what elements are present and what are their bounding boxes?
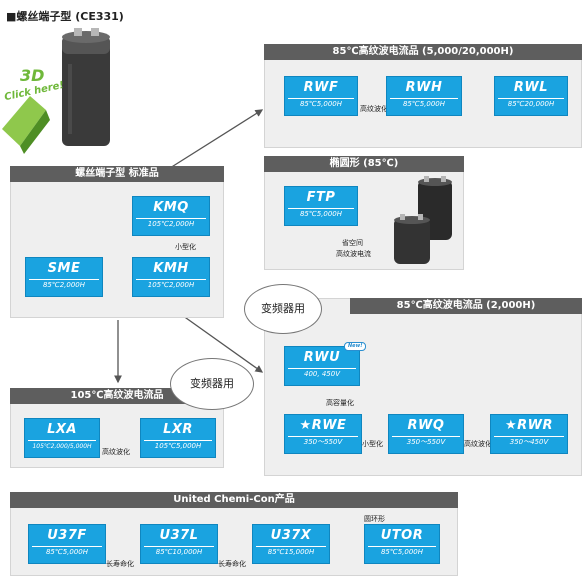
series-kmq-spec: 105℃2,000H	[147, 220, 195, 228]
series-rwf[interactable]: RWF 85℃5,000H	[284, 76, 358, 116]
label-oval-note-2: 高纹波电流	[336, 250, 371, 258]
series-ftp[interactable]: FTP 85℃5,000H	[284, 186, 358, 226]
series-rwe[interactable]: ★RWE 350～550V	[284, 414, 362, 454]
series-rwq-name: RWQ	[407, 418, 445, 433]
label-smaller: 小型化	[175, 243, 196, 251]
series-u37x-name: U37X	[270, 528, 312, 543]
series-rwu[interactable]: RWU 400, 450V	[284, 346, 360, 386]
series-u37l-spec: 85℃10,000H	[155, 548, 203, 556]
series-kmh[interactable]: KMH 105℃2,000H	[132, 257, 210, 297]
series-kmq[interactable]: KMQ 105℃2,000H	[132, 196, 210, 236]
panel-highripple-2000-title: 85℃高纹波电流品 (2,000H)	[350, 298, 582, 314]
series-u37f[interactable]: U37F 85℃5,000H	[28, 524, 106, 564]
bubble-inverter-2: 变频器用	[170, 358, 254, 410]
series-u37f-spec: 85℃5,000H	[45, 548, 89, 556]
bubble-inverter-1: 变频器用	[244, 284, 322, 334]
bubble-inverter-2-text: 变频器用	[190, 377, 234, 390]
bubble-inverter-1-text: 变频器用	[261, 302, 305, 315]
series-lxa-spec: 105℃2,000/5,000H	[32, 443, 92, 450]
label-hiripple-2: 高纹波化	[464, 440, 492, 448]
series-rwq[interactable]: RWQ 350～550V	[388, 414, 464, 454]
series-utor-spec: 85℃5,000H	[380, 548, 424, 556]
series-rwl-name: RWL	[513, 80, 549, 95]
series-rwr[interactable]: ★RWR 350～450V	[490, 414, 568, 454]
series-rwu-spec: 400, 450V	[304, 370, 340, 378]
series-rwf-name: RWF	[303, 80, 339, 95]
series-lxr-spec: 105℃5,000H	[154, 442, 202, 450]
badge-3d: 3D	[20, 66, 45, 85]
series-rwf-spec: 85℃5,000H	[299, 100, 343, 108]
series-ftp-name: FTP	[306, 190, 336, 205]
label-longlife-2: 长寿命化	[218, 560, 246, 568]
label-oval-note-1: 省空间	[342, 239, 363, 247]
series-utor-name: UTOR	[380, 528, 424, 543]
series-lxa[interactable]: LXA 105℃2,000/5,000H	[24, 418, 100, 458]
label-hiripple-3: 高纹波化	[102, 448, 130, 456]
series-rwl[interactable]: RWL 85℃20,000H	[494, 76, 568, 116]
label-toroid: 圆环形	[364, 515, 385, 523]
oval-capacitor-image	[394, 176, 452, 264]
series-lxa-name: LXA	[47, 422, 77, 437]
panel-standard-title: 螺丝端子型 标准品	[10, 166, 224, 182]
label-smaller-2: 小型化	[362, 440, 383, 448]
new-badge: New!	[344, 342, 367, 351]
capacitor-illustration	[2, 28, 110, 154]
series-kmq-name: KMQ	[153, 200, 189, 215]
capacitor-product-image[interactable]: 3D Click here!	[0, 24, 160, 154]
series-lxr[interactable]: LXR 105℃5,000H	[140, 418, 216, 458]
series-u37l-name: U37L	[159, 528, 199, 543]
series-rwr-name: ★RWR	[504, 418, 553, 433]
series-rwe-spec: 350～550V	[303, 438, 343, 446]
series-rwh-spec: 85℃5,000H	[402, 100, 446, 108]
series-rwe-name: ★RWE	[299, 418, 347, 433]
series-u37l[interactable]: U37L 85℃10,000H	[140, 524, 218, 564]
series-ftp-spec: 85℃5,000H	[299, 210, 343, 218]
panel-highripple-5000-title: 85℃高纹波电流品 (5,000/20,000H)	[264, 44, 582, 60]
series-kmh-name: KMH	[153, 261, 189, 276]
series-rwq-spec: 350～550V	[406, 438, 446, 446]
series-sme-name: SME	[47, 261, 81, 276]
label-longlife-1: 长寿命化	[106, 560, 134, 568]
series-u37f-name: U37F	[47, 528, 87, 543]
series-u37x[interactable]: U37X 85℃15,000H	[252, 524, 330, 564]
series-rwh[interactable]: RWH 85℃5,000H	[386, 76, 462, 116]
series-rwu-name: RWU	[303, 350, 341, 365]
series-lxr-name: LXR	[163, 422, 193, 437]
label-hiripple-1: 高纹波化	[360, 105, 388, 113]
series-sme-spec: 85℃2,000H	[42, 281, 86, 289]
series-rwr-spec: 350～450V	[509, 438, 549, 446]
series-u37x-spec: 85℃15,000H	[267, 548, 315, 556]
series-kmh-spec: 105℃2,000H	[147, 281, 195, 289]
series-sme[interactable]: SME 85℃2,000H	[25, 257, 103, 297]
panel-105c-title: 105℃高纹波电流品	[10, 388, 224, 404]
series-rwl-spec: 85℃20,000H	[507, 100, 555, 108]
panel-united-chemicon-title: United Chemi-Con产品	[10, 492, 458, 508]
series-utor[interactable]: UTOR 85℃5,000H	[364, 524, 440, 564]
series-rwh-name: RWH	[405, 80, 443, 95]
label-capacity-up: 高容量化	[326, 399, 354, 407]
page-title: ■螺丝端子型 (CE331)	[6, 10, 124, 23]
panel-oval-title: 椭圆形 (85℃)	[264, 156, 464, 172]
